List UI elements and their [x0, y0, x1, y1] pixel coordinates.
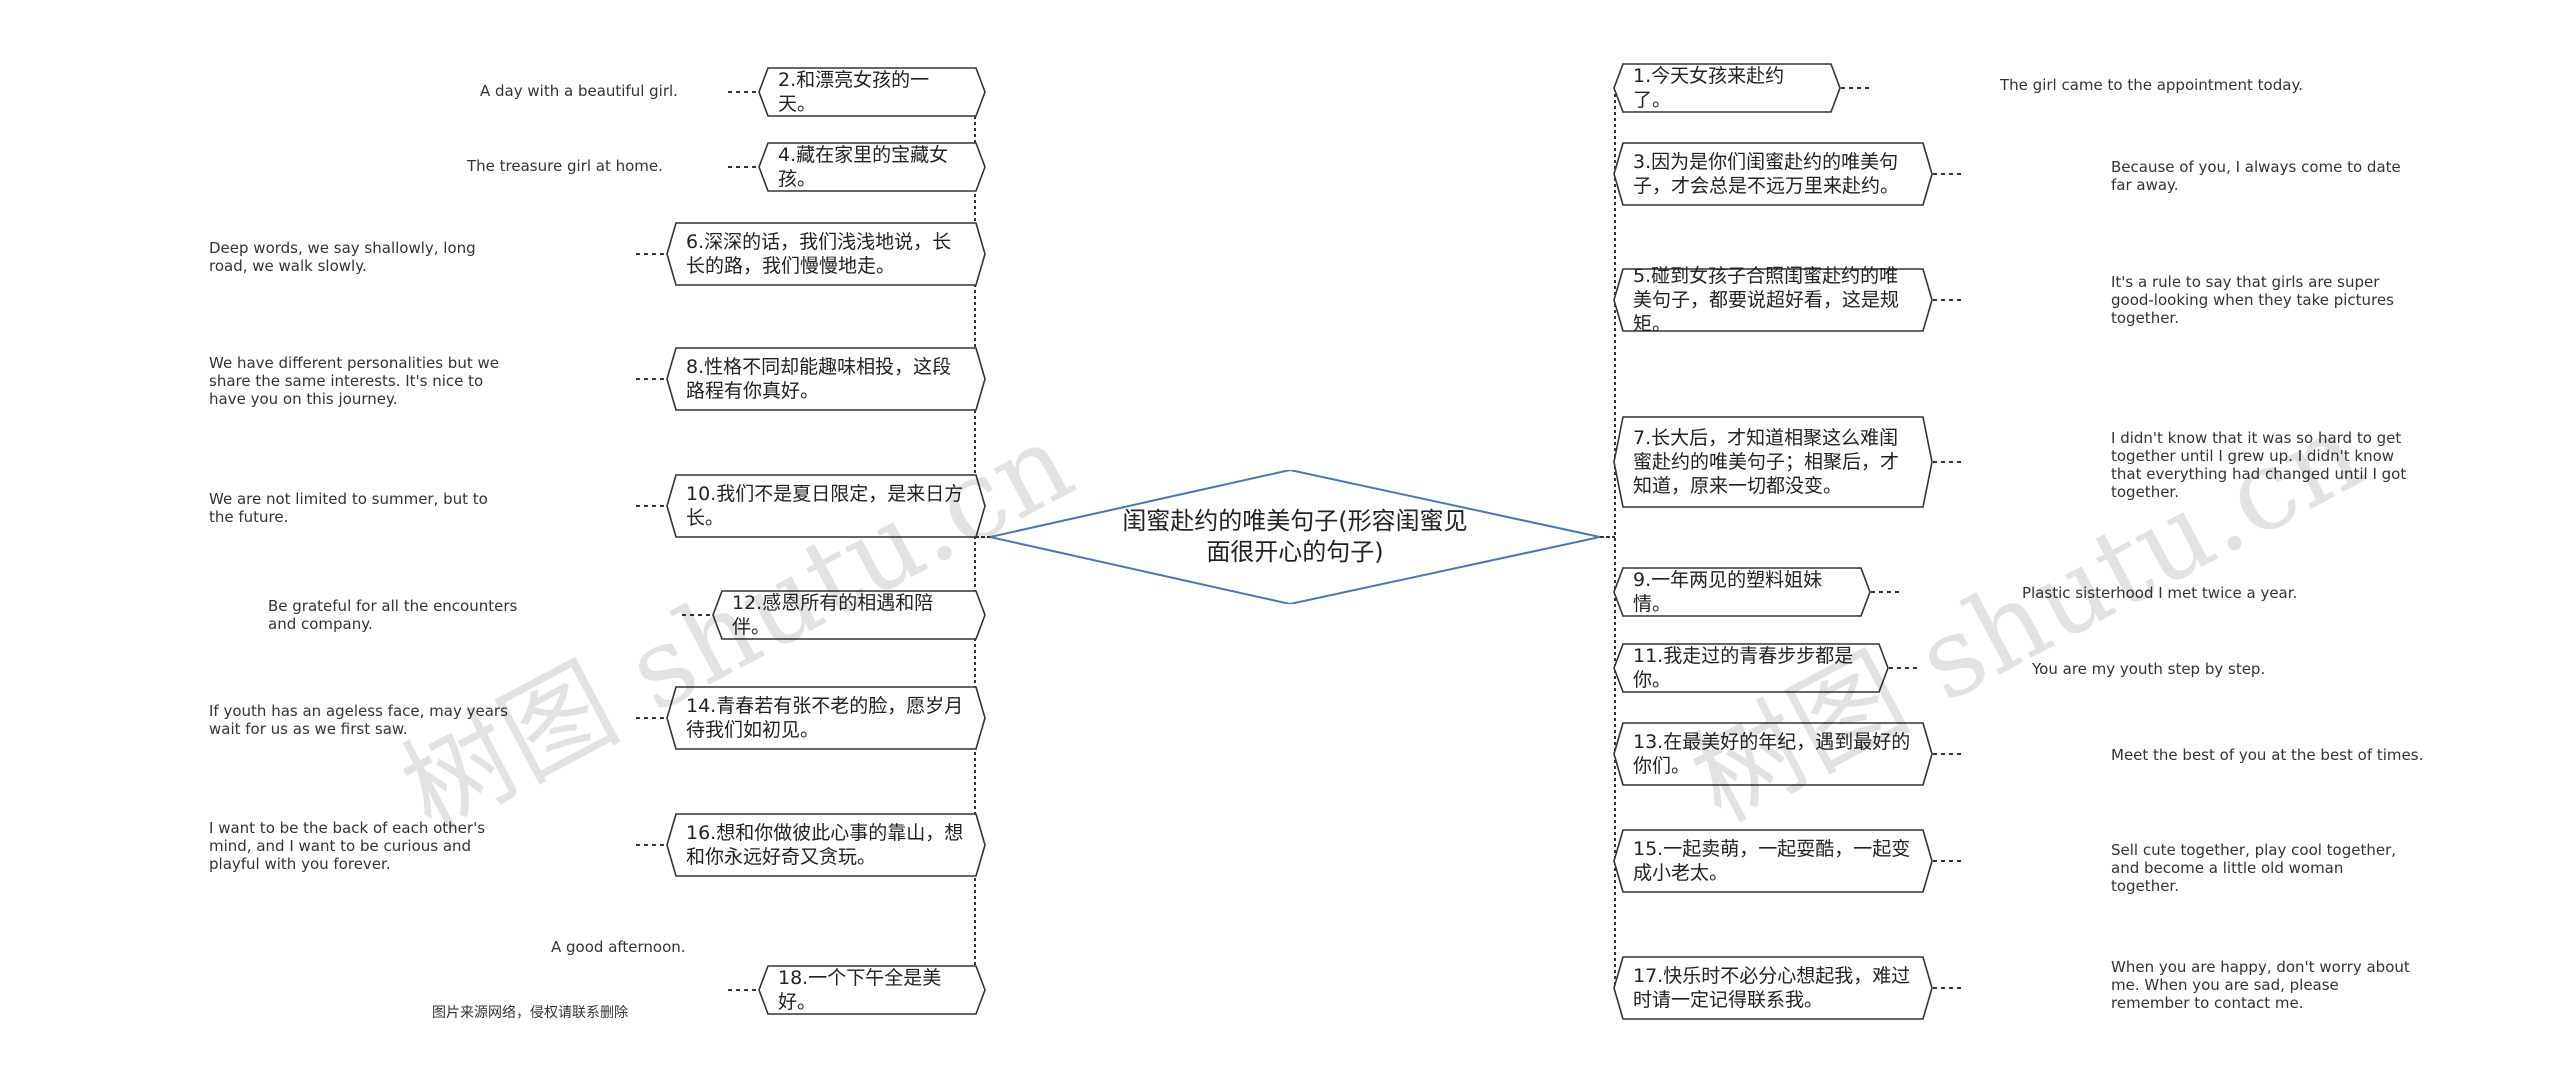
right-node-15[interactable]: 15.一起卖萌，一起耍酷，一起变成小老太。 — [1613, 829, 1933, 893]
node-hexagon-shape — [758, 142, 986, 192]
right-node-label: 15.一起卖萌，一起耍酷，一起变成小老太。 — [1633, 838, 1911, 884]
right-node-7[interactable]: 7.长大后，才知道相聚这么难闺蜜赴约的唯美句子；相聚后，才知道，原来一切都没变。 — [1613, 416, 1933, 508]
node-hexagon-shape — [758, 965, 986, 1015]
left-node-label: 10.我们不是夏日限定，是来日方长。 — [686, 483, 964, 529]
node-hexagon-shape — [1613, 142, 1933, 206]
node-hexagon-shape — [1613, 268, 1933, 332]
central-topic-title: 闺蜜赴约的唯美句子(形容闺蜜见面很开心的句子) — [1122, 507, 1468, 566]
node-hexagon-shape — [666, 347, 986, 411]
right-node-17[interactable]: 17.快乐时不必分心想起我，难过时请一定记得联系我。 — [1613, 956, 1933, 1020]
right-translation-15: Sell cute together, play cool together, … — [2111, 841, 2397, 895]
left-node-label: 14.青春若有张不老的脸，愿岁月待我们如初见。 — [686, 695, 964, 741]
central-topic[interactable]: 闺蜜赴约的唯美句子(形容闺蜜见面很开心的句子) — [990, 470, 1600, 604]
left-translation-4: The treasure girl at home. — [467, 157, 663, 175]
right-node-1[interactable]: 1.今天女孩来赴约了。 — [1613, 63, 1841, 113]
left-translation-16: I want to be the back of each other's mi… — [209, 819, 486, 873]
right-node-label: 5.碰到女孩子合照闺蜜赴约的唯美句子，都要说超好看，这是规矩。 — [1633, 265, 1900, 335]
right-node-label: 9.一年两见的塑料姐妹情。 — [1633, 569, 1823, 615]
left-node-8[interactable]: 8.性格不同却能趣味相投，这段路程有你真好。 — [666, 347, 986, 411]
right-translation-5: It's a rule to say that girls are super … — [2111, 273, 2394, 327]
left-node-6[interactable]: 6.深深的话，我们浅浅地说，长长的路，我们慢慢地走。 — [666, 222, 986, 286]
left-node-label: 8.性格不同却能趣味相投，这段路程有你真好。 — [686, 356, 952, 402]
node-hexagon-shape — [1613, 643, 1889, 693]
left-node-12[interactable]: 12.感恩所有的相遇和陪伴。 — [712, 590, 986, 640]
node-hexagon-shape — [712, 590, 986, 640]
node-hexagon-shape — [1613, 722, 1933, 786]
node-hexagon-shape — [1613, 567, 1871, 617]
left-translation-2: A day with a beautiful girl. — [480, 82, 678, 100]
node-hexagon-shape — [666, 222, 986, 286]
node-hexagon-shape — [1613, 416, 1933, 508]
left-translation-14: If youth has an ageless face, may years … — [209, 702, 508, 738]
right-translation-13: Meet the best of you at the best of time… — [2111, 746, 2424, 764]
right-node-13[interactable]: 13.在最美好的年纪，遇到最好的你们。 — [1613, 722, 1933, 786]
footer-note: 图片来源网络，侵权请联系删除 — [432, 1005, 628, 1021]
left-node-14[interactable]: 14.青春若有张不老的脸，愿岁月待我们如初见。 — [666, 686, 986, 750]
left-translation-10: We are not limited to summer, but to the… — [209, 490, 488, 526]
left-translation-6: Deep words, we say shallowly, long road,… — [209, 239, 476, 275]
left-node-label: 6.深深的话，我们浅浅地说，长长的路，我们慢慢地走。 — [686, 231, 952, 277]
node-hexagon-shape — [758, 67, 986, 117]
node-hexagon-shape — [1613, 956, 1933, 1020]
left-node-2[interactable]: 2.和漂亮女孩的一天。 — [758, 67, 986, 117]
right-translation-9: Plastic sisterhood I met twice a year. — [2022, 584, 2298, 602]
left-node-18[interactable]: 18.一个下午全是美好。 — [758, 965, 986, 1015]
left-translation-18: A good afternoon. — [551, 938, 686, 956]
node-hexagon-shape — [666, 686, 986, 750]
right-node-label: 11.我走过的青春步步都是你。 — [1633, 645, 1854, 691]
right-node-5[interactable]: 5.碰到女孩子合照闺蜜赴约的唯美句子，都要说超好看，这是规矩。 — [1613, 265, 1933, 335]
right-translation-11: You are my youth step by step. — [2032, 660, 2266, 678]
right-node-11[interactable]: 11.我走过的青春步步都是你。 — [1613, 643, 1889, 693]
node-hexagon-shape — [666, 474, 986, 538]
left-node-label: 4.藏在家里的宝藏女孩。 — [778, 144, 949, 190]
left-node-label: 18.一个下午全是美好。 — [778, 967, 942, 1013]
right-node-label: 7.长大后，才知道相聚这么难闺蜜赴约的唯美句子；相聚后，才知道，原来一切都没变。 — [1633, 427, 1900, 497]
node-hexagon-shape — [1613, 63, 1841, 113]
right-node-label: 3.因为是你们闺蜜赴约的唯美句子，才会总是不远万里来赴约。 — [1633, 151, 1900, 197]
left-node-4[interactable]: 4.藏在家里的宝藏女孩。 — [758, 142, 986, 192]
right-translation-3: Because of you, I always come to date fa… — [2111, 158, 2401, 194]
left-node-16[interactable]: 16.想和你做彼此心事的靠山，想和你永远好奇又贪玩。 — [666, 813, 986, 877]
central-diamond-shape — [990, 470, 1600, 604]
left-node-label: 16.想和你做彼此心事的靠山，想和你永远好奇又贪玩。 — [686, 822, 964, 868]
right-node-label: 17.快乐时不必分心想起我，难过时请一定记得联系我。 — [1633, 965, 1911, 1011]
left-node-label: 2.和漂亮女孩的一天。 — [778, 69, 930, 115]
right-node-9[interactable]: 9.一年两见的塑料姐妹情。 — [1613, 567, 1871, 617]
left-translation-12: Be grateful for all the encounters and c… — [268, 597, 518, 633]
right-translation-1: The girl came to the appointment today. — [2000, 76, 2303, 94]
node-hexagon-shape — [666, 813, 986, 877]
left-translation-8: We have different personalities but we s… — [209, 354, 499, 408]
right-node-3[interactable]: 3.因为是你们闺蜜赴约的唯美句子，才会总是不远万里来赴约。 — [1613, 142, 1933, 206]
left-node-10[interactable]: 10.我们不是夏日限定，是来日方长。 — [666, 474, 986, 538]
right-translation-17: When you are happy, don't worry about me… — [2111, 958, 2410, 1012]
left-node-label: 12.感恩所有的相遇和陪伴。 — [732, 592, 934, 638]
right-translation-7: I didn't know that it was so hard to get… — [2111, 429, 2407, 501]
right-node-label: 1.今天女孩来赴约了。 — [1633, 65, 1785, 111]
node-hexagon-shape — [1613, 829, 1933, 893]
right-node-label: 13.在最美好的年纪，遇到最好的你们。 — [1633, 731, 1911, 777]
